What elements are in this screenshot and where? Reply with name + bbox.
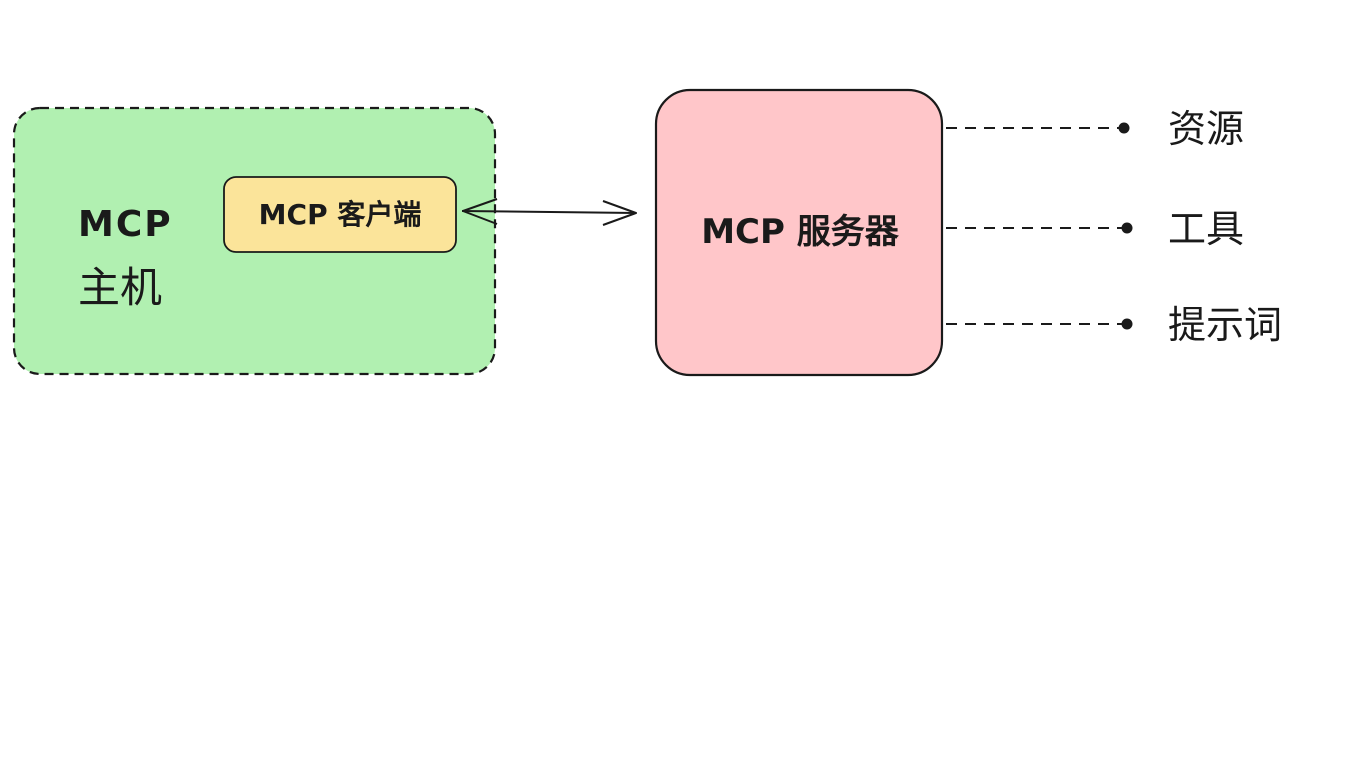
arrow-head-right [602,200,637,226]
mcp-host-label-line2: 主机 [78,263,162,312]
capability-label: 资源 [1168,107,1244,151]
mcp-server-box [654,88,944,377]
arrow-head-left [462,198,498,225]
client-server-arrow [461,198,637,226]
mcp-host-label-line1: MCP [78,204,173,245]
capability-label: 提示词 [1168,303,1282,347]
connector-dot [1121,318,1133,330]
connector-dot [1118,122,1130,134]
capability-prompts: 提示词 [946,303,1282,347]
connector-dot [1121,222,1133,234]
mcp-client: MCP 客户端 [223,176,457,253]
capability-label: 工具 [1168,207,1244,251]
arrow-shaft [461,210,637,214]
mcp-client-box [223,176,457,253]
mcp-client-label: MCP 客户端 [259,198,422,231]
capability-tools: 工具 [946,207,1244,251]
capability-resources: 资源 [946,107,1244,151]
mcp-server: MCP 服务器 [654,88,944,377]
mcp-server-label: MCP 服务器 [701,212,900,252]
